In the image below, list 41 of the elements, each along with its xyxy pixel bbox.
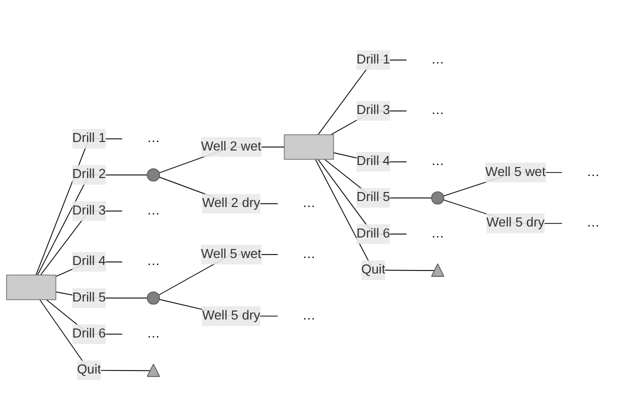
edge-label: Drill 1 bbox=[356, 52, 390, 67]
edge-label: Drill 2 bbox=[72, 168, 106, 182]
edge-label: Quit bbox=[76, 362, 102, 377]
edge-label: Drill 5 bbox=[72, 290, 106, 305]
connector bbox=[318, 158, 407, 234]
edge-label: Drill 4 bbox=[72, 254, 106, 269]
node-box bbox=[6, 274, 56, 300]
connector bbox=[40, 210, 123, 276]
node-text: … bbox=[302, 308, 316, 323]
node-text: … bbox=[586, 165, 600, 180]
edge-label: Well 5 wet bbox=[200, 247, 262, 262]
edge-label: Drill 6 bbox=[356, 226, 390, 241]
node-circle bbox=[146, 168, 160, 182]
node-text: … bbox=[302, 247, 316, 262]
node-text: … bbox=[146, 254, 160, 269]
connector bbox=[36, 138, 123, 276]
edge-label: Well 5 wet bbox=[485, 165, 546, 180]
edge-label: Drill 1 bbox=[72, 131, 106, 146]
node-text: … bbox=[431, 226, 444, 241]
connector bbox=[37, 174, 148, 276]
node-text: … bbox=[431, 52, 444, 67]
edge-label: Well 5 dry bbox=[202, 308, 260, 323]
node-text: … bbox=[302, 196, 316, 210]
edge-label: Drill 6 bbox=[72, 326, 106, 341]
node-text: … bbox=[586, 216, 600, 230]
edge-label: Drill 4 bbox=[356, 154, 390, 168]
edge-label: Well 5 dry bbox=[486, 216, 545, 230]
node-text: … bbox=[146, 326, 160, 341]
edge-label: Well 2 wet bbox=[200, 140, 262, 154]
edge-label: Quit bbox=[361, 262, 386, 277]
edge-label: Drill 5 bbox=[356, 190, 390, 204]
node-text: … bbox=[146, 131, 160, 146]
edge-label: Drill 3 bbox=[356, 104, 390, 118]
node-box bbox=[284, 134, 334, 160]
edge-label: Well 2 dry bbox=[202, 196, 260, 210]
edge-label: Drill 3 bbox=[72, 204, 106, 218]
node-circle bbox=[431, 191, 444, 204]
node-text: … bbox=[431, 154, 444, 168]
node-text: … bbox=[431, 104, 444, 118]
node-text: … bbox=[146, 204, 160, 218]
node-circle bbox=[146, 291, 160, 305]
